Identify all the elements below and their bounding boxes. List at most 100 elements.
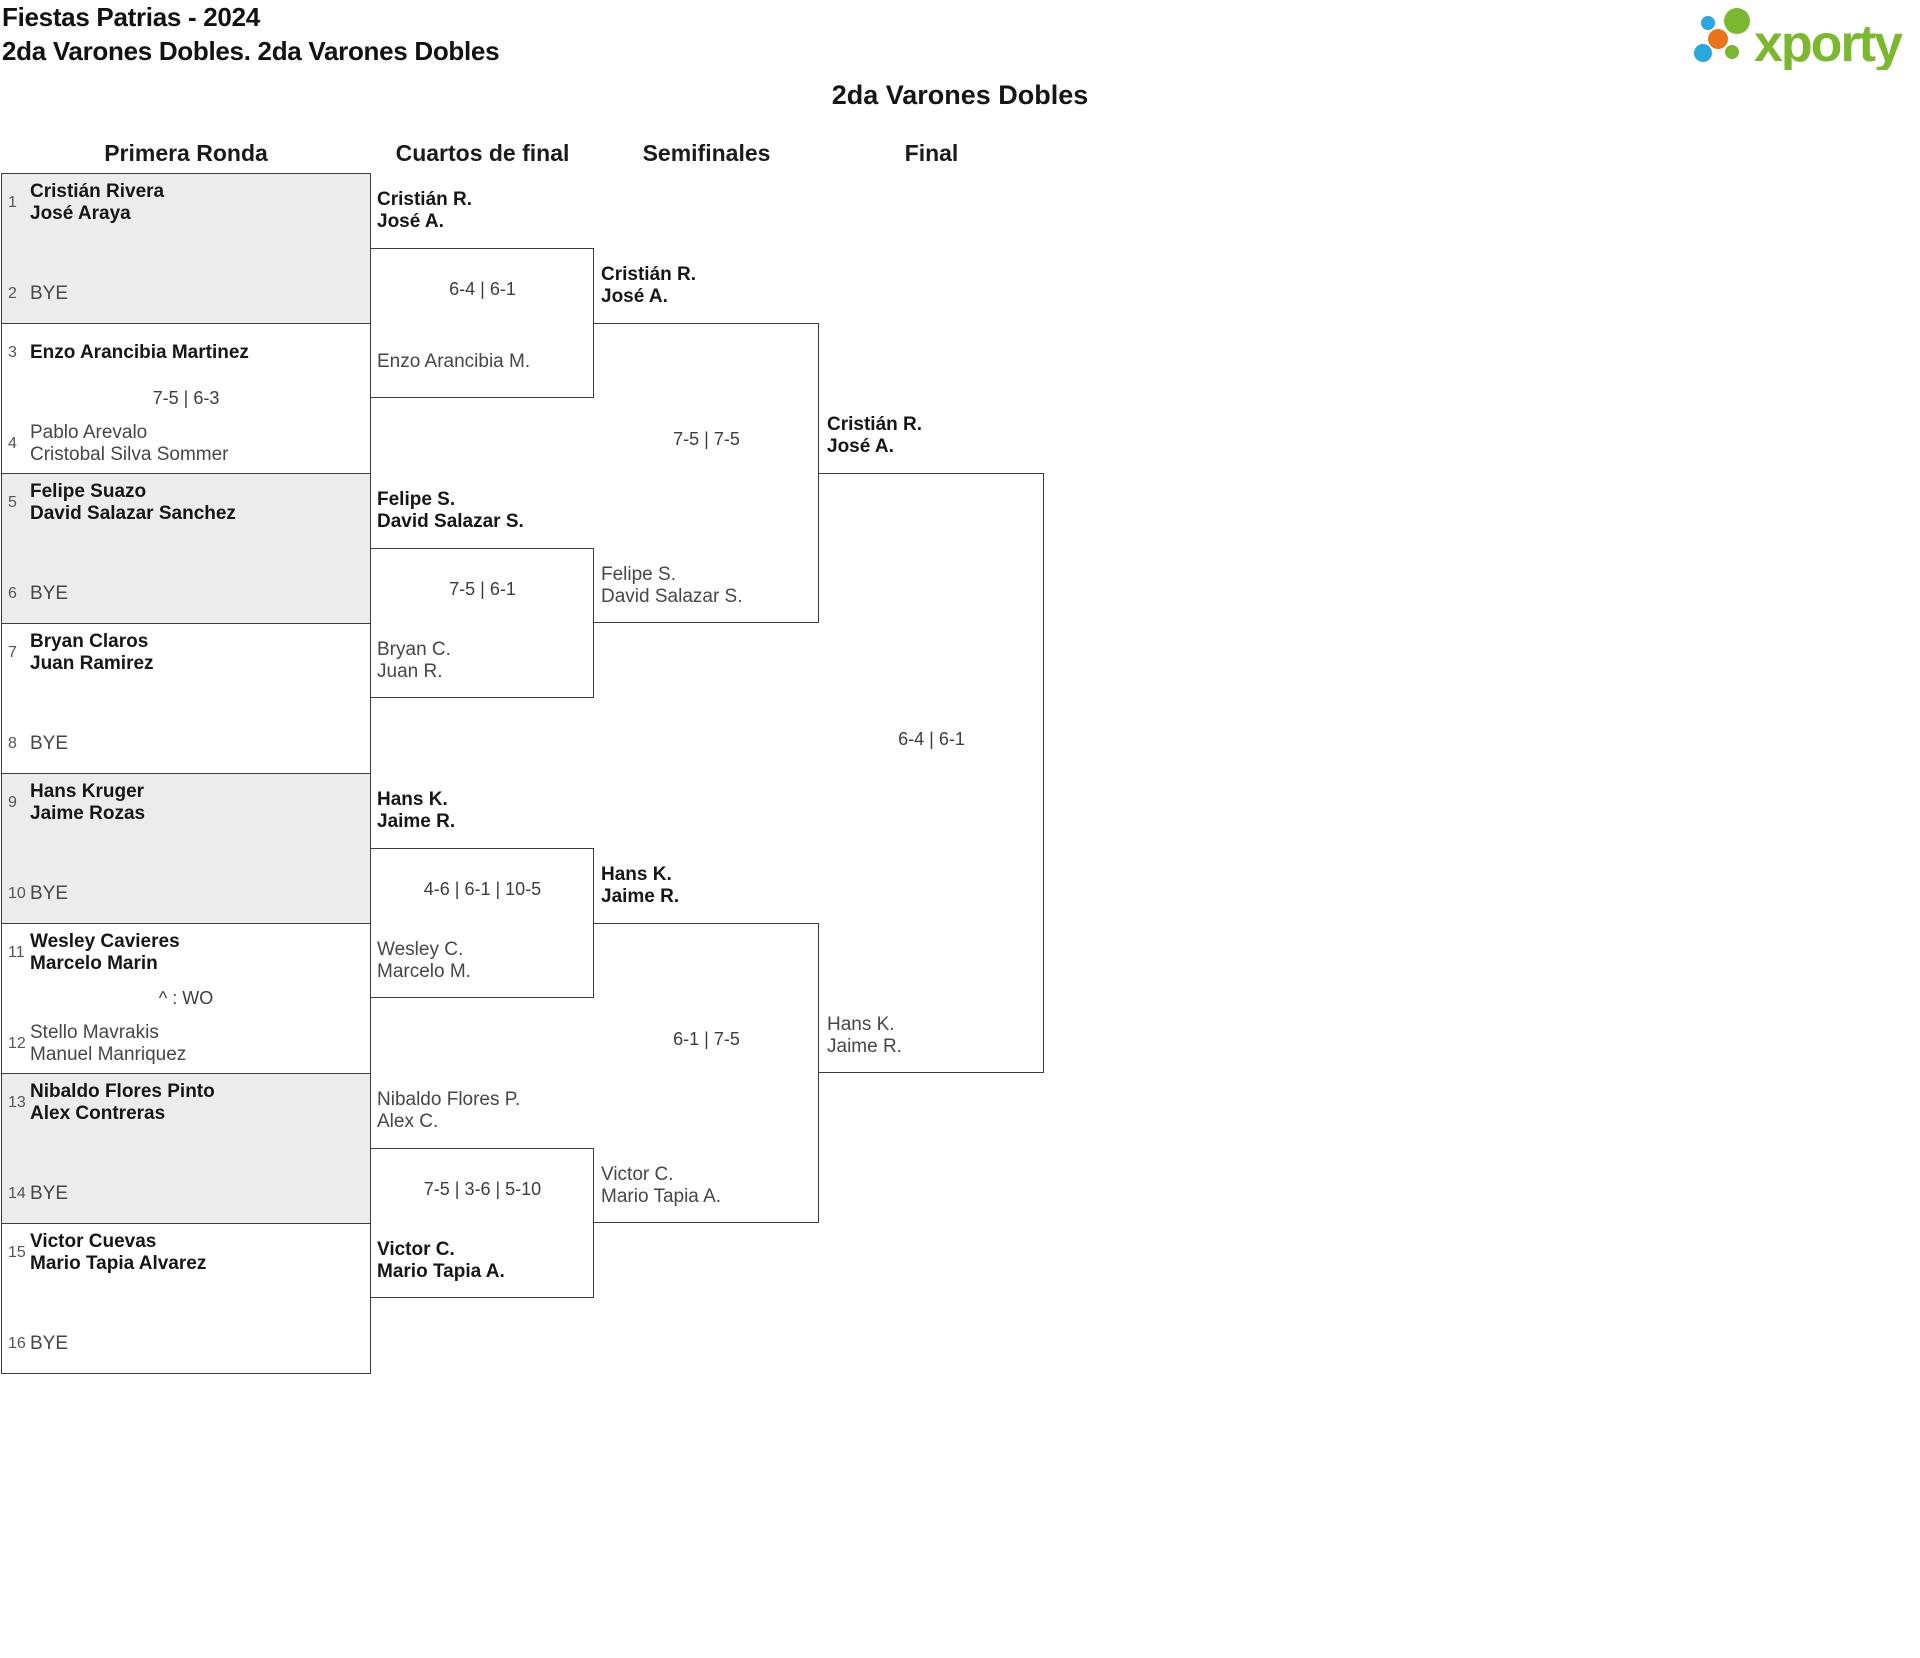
qf3-score: 4-6 | 6-1 | 10-5 (423, 879, 542, 899)
bracket-slot-14: 14 BYE (2, 1171, 370, 1217)
logo-dot-blue-small (1701, 16, 1715, 30)
team-name: Hans K. (827, 1014, 895, 1035)
bracket-slot-2: 2 BYE (2, 271, 370, 317)
team-name: Wesley C. (377, 939, 464, 960)
qf4-connector (371, 1148, 594, 1298)
team-name: Jaime R. (377, 811, 456, 832)
team-name: David Salazar S. (377, 511, 524, 532)
sf1-connector (594, 323, 819, 623)
qf4-top-team: Nibaldo Flores P. Alex C. (377, 1089, 520, 1133)
sf1-top-team: Cristián R. José A. (601, 264, 696, 308)
bye-label: BYE (30, 733, 69, 754)
team-name: Nibaldo Flores P. (377, 1089, 521, 1110)
team-name: Cristián R. (827, 414, 923, 435)
seed-number: 4 (8, 435, 17, 452)
qf3-bottom-team: Wesley C. Marcelo M. (377, 939, 471, 983)
bracket-slot-12: 12 Stello Mavrakis Manuel Manriquez (2, 1021, 370, 1067)
round1-match-3: 5 Felipe Suazo David Salazar Sanchez 6 B… (1, 473, 371, 624)
seed-number: 16 (8, 1335, 26, 1352)
logo-dot-green-small (1725, 45, 1739, 59)
team-name: Bryan C. (377, 639, 451, 660)
round-header-semifinales: Semifinales (642, 140, 771, 166)
team-name: Enzo Arancibia M. (377, 351, 531, 372)
team-name: Wesley Cavieres (30, 931, 180, 952)
team-name: Cristián R. (601, 264, 697, 285)
team-name: Nibaldo Flores Pinto (30, 1081, 215, 1102)
team-name: Cristián Rivera (30, 181, 165, 202)
logo-dot-orange (1708, 29, 1728, 49)
team-name: Felipe S. (601, 564, 676, 585)
bracket-slot-16: 16 BYE (2, 1321, 370, 1367)
team-name: Mario Tapia A. (601, 1186, 722, 1207)
seed-number: 12 (8, 1035, 26, 1052)
round1-match-6: 11 Wesley Cavieres Marcelo Marin ^ : WO … (1, 923, 371, 1074)
qf1-bottom-team: Enzo Arancibia M. (377, 351, 530, 373)
team-name: Cristián R. (377, 189, 473, 210)
team-name: Jaime R. (601, 886, 680, 907)
team-name: Juan R. (377, 661, 443, 682)
category-subtitle: 2da Varones Dobles. 2da Varones Dobles (2, 36, 500, 66)
team-name: Victor C. (601, 1164, 674, 1185)
team-name: Stello Mavrakis (30, 1022, 159, 1043)
team-name: Felipe Suazo (30, 481, 147, 502)
seed-number: 7 (8, 644, 17, 661)
qf1-score: 6-4 | 6-1 (449, 279, 516, 299)
team-name: Hans Kruger (30, 781, 145, 802)
round1-match-4: 7 Bryan Claros Juan Ramirez 8 BYE (1, 623, 371, 774)
tournament-title: Fiestas Patrias - 2024 (2, 2, 260, 32)
xporty-logo[interactable]: xporty (1690, 0, 1915, 70)
team-name: David Salazar Sanchez (30, 503, 236, 524)
seed-number: 3 (8, 344, 17, 361)
qf4-score: 7-5 | 3-6 | 5-10 (423, 1179, 542, 1199)
qf2-connector (371, 548, 594, 698)
team-name: Marcelo Marin (30, 953, 158, 974)
team-name: Victor C. (377, 1239, 455, 1260)
team-name: Alex C. (377, 1111, 439, 1132)
qf1-connector (371, 248, 594, 398)
seed-number: 11 (8, 944, 25, 961)
match-score: 7-5 | 6-3 (152, 388, 220, 408)
bracket-slot-7: 7 Bryan Claros Juan Ramirez (2, 630, 370, 676)
bracket-slot-9: 9 Hans Kruger Jaime Rozas (2, 780, 370, 826)
team-name: Enzo Arancibia Martinez (30, 342, 249, 363)
sf2-bottom-team: Victor C. Mario Tapia A. (601, 1164, 721, 1208)
bracket-slot-5: 5 Felipe Suazo David Salazar Sanchez (2, 480, 370, 526)
logo-dot-blue-big (1694, 44, 1712, 62)
final-connector (819, 473, 1044, 1073)
bye-label: BYE (30, 283, 69, 304)
team-name: Manuel Manriquez (30, 1044, 187, 1065)
team-name: Jaime R. (827, 1036, 902, 1057)
round1-match-5: 9 Hans Kruger Jaime Rozas 10 BYE (1, 773, 371, 924)
team-name: Hans K. (377, 789, 448, 810)
qf3-connector (371, 848, 594, 998)
team-name: Hans K. (601, 864, 672, 885)
logo-dot-green-big (1724, 8, 1750, 34)
bracket-slot-13: 13 Nibaldo Flores Pinto Alex Contreras (2, 1080, 370, 1126)
team-name: Pablo Arevalo (30, 422, 148, 443)
seed-number: 10 (8, 885, 26, 902)
seed-number: 9 (8, 794, 17, 811)
team-name: Mario Tapia Alvarez (30, 1253, 207, 1274)
round-header-primera-ronda: Primera Ronda (104, 140, 268, 166)
round1-match-1: 1 Cristián Rivera José Araya 2 BYE (1, 173, 371, 324)
bracket-slot-4: 4 Pablo Arevalo Cristobal Silva Sommer (2, 421, 370, 467)
seed-number: 5 (8, 494, 17, 511)
seed-number: 2 (8, 285, 17, 302)
team-name: Alex Contreras (30, 1103, 166, 1124)
seed-number: 13 (8, 1094, 26, 1111)
match-score-walkover: ^ : WO (158, 988, 214, 1008)
team-name: José A. (377, 211, 444, 232)
round1-match-8: 15 Victor Cuevas Mario Tapia Alvarez 16 … (1, 1223, 371, 1374)
qf2-top-team: Felipe S. David Salazar S. (377, 489, 524, 533)
bracket-slot-1: 1 Cristián Rivera José Araya (2, 180, 370, 226)
bye-label: BYE (30, 1183, 69, 1204)
seed-number: 6 (8, 585, 17, 602)
bracket-slot-11: 11 Wesley Cavieres Marcelo Marin (2, 930, 370, 976)
logo-wordmark: xporty (1754, 15, 1903, 70)
team-name: Felipe S. (377, 489, 456, 510)
bracket-slot-6: 6 BYE (2, 571, 370, 617)
round1-match-2: 3 Enzo Arancibia Martinez 7-5 | 6-3 4 Pa… (1, 323, 371, 474)
team-name: José A. (827, 436, 894, 457)
qf2-score: 7-5 | 6-1 (449, 579, 516, 599)
team-name: Mario Tapia A. (377, 1261, 505, 1282)
